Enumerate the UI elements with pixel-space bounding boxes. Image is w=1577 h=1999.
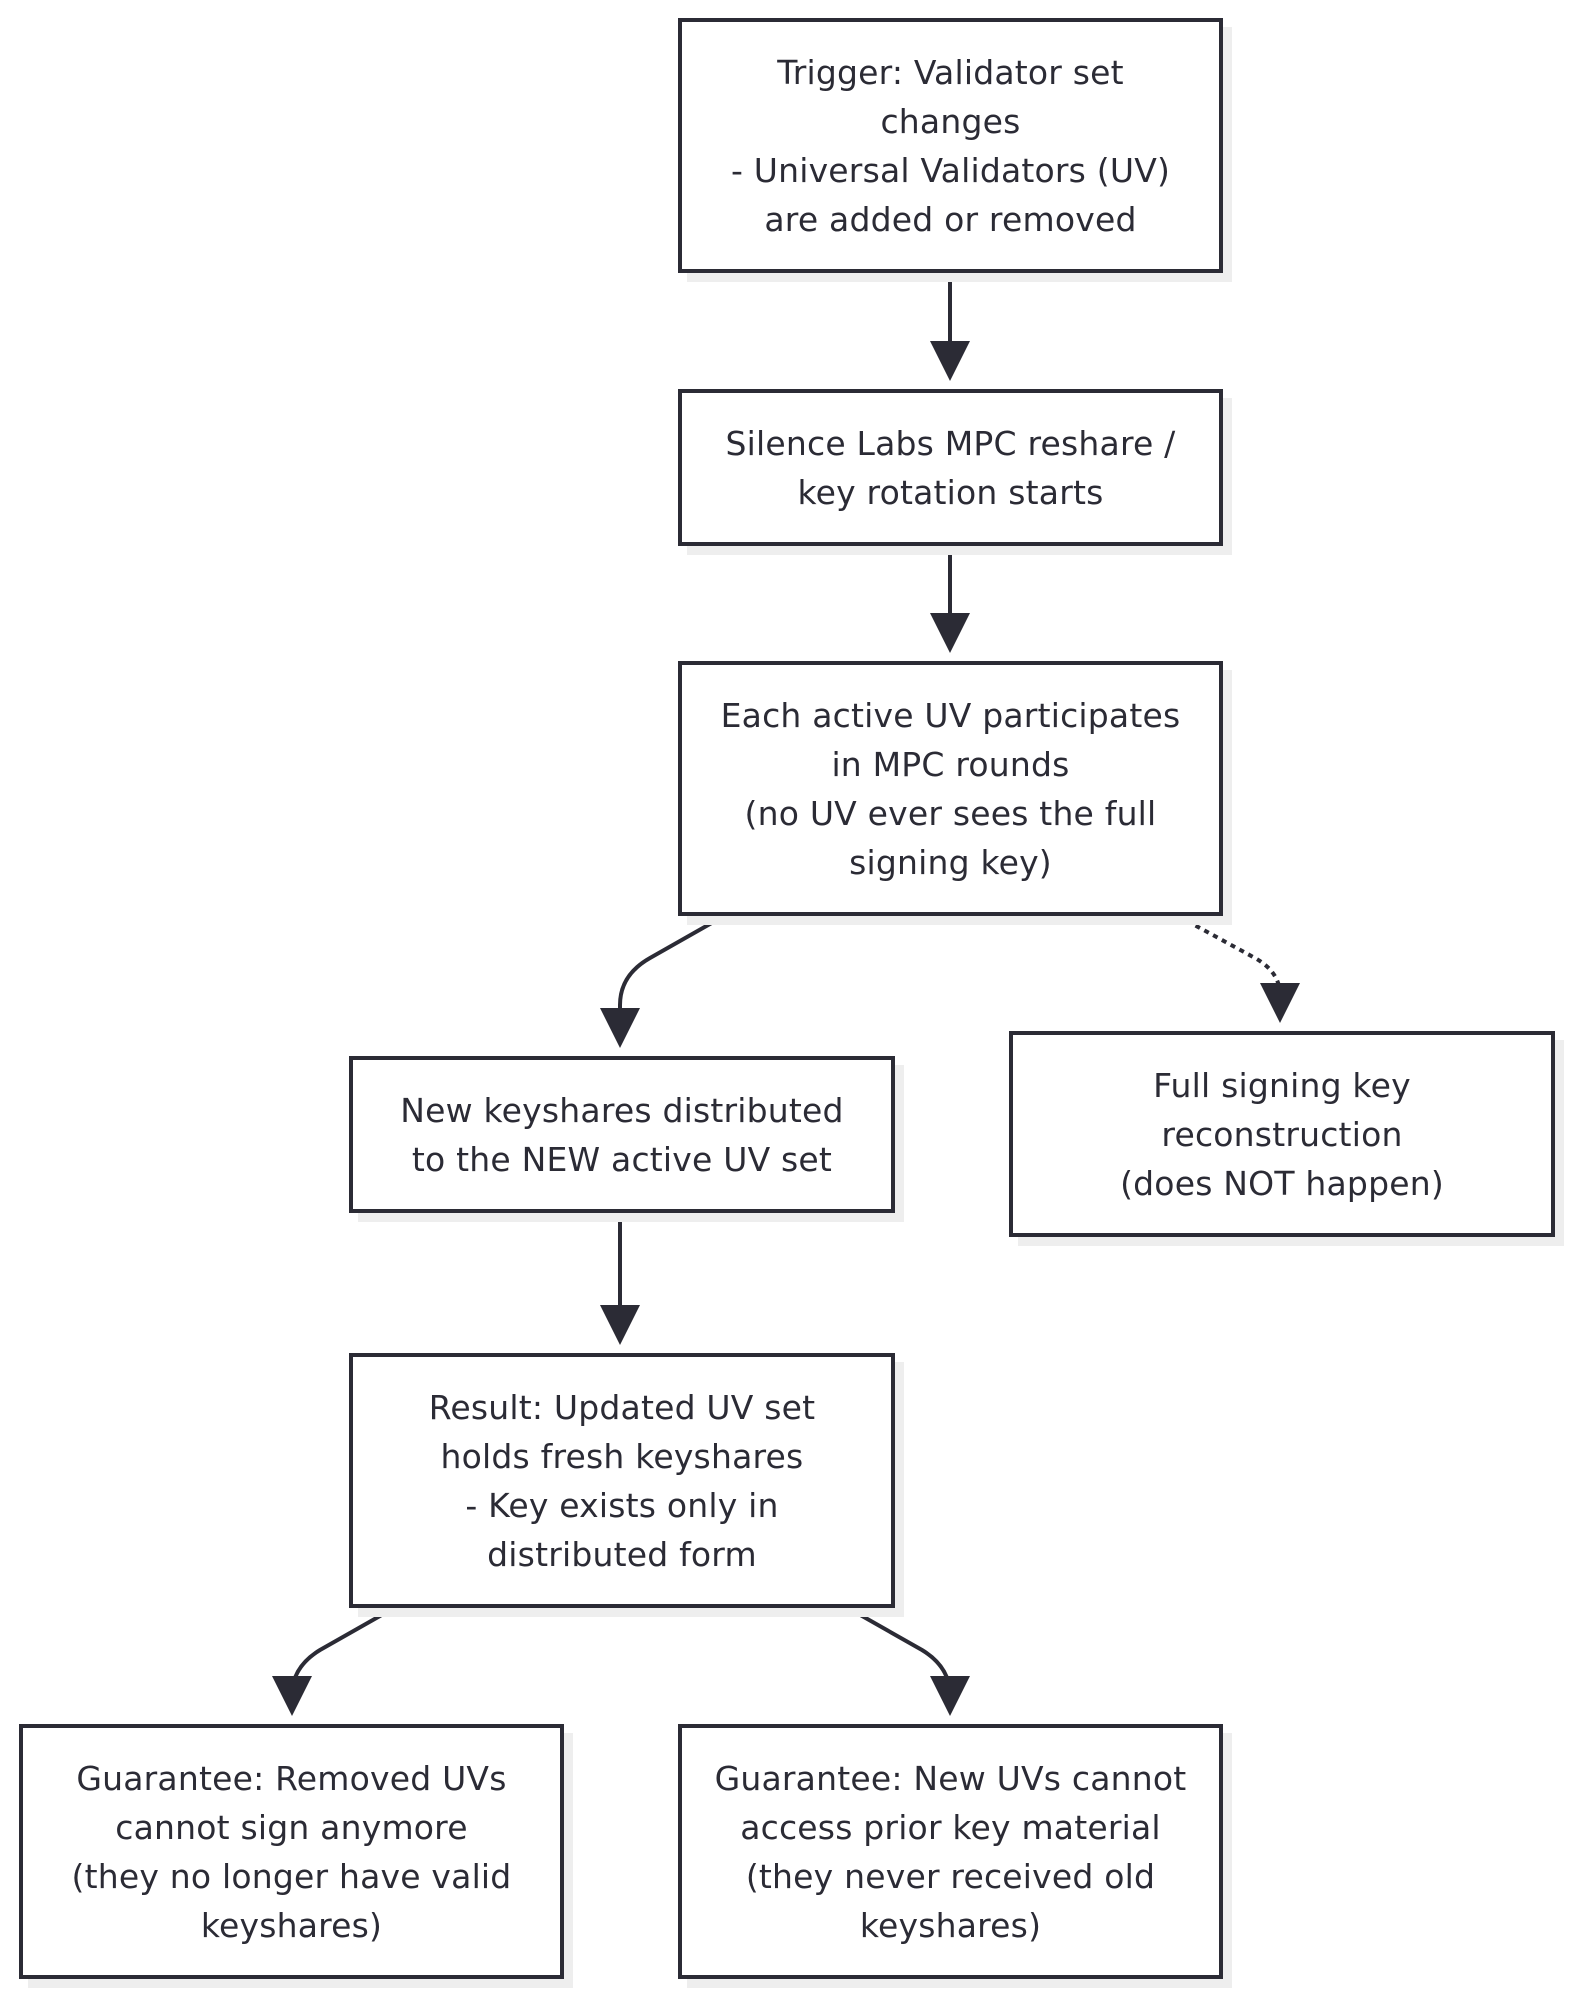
edge-participate-to-reconstruction xyxy=(1177,914,1300,1023)
node-guarantee-new-label: Guarantee: New UVs cannot access prior k… xyxy=(714,1758,1187,1945)
node-guarantee-removed-label: Guarantee: Removed UVs cannot sign anymo… xyxy=(71,1758,512,1945)
node-result-label: Result: Updated UV set holds fresh keysh… xyxy=(428,1387,816,1574)
node-distribute: New keyshares distributed to the NEW act… xyxy=(349,1056,895,1213)
edge-result-to-guarantee-new xyxy=(847,1606,970,1716)
node-distribute-label: New keyshares distributed to the NEW act… xyxy=(400,1090,844,1179)
node-participate-label: Each active UV participates in MPC round… xyxy=(720,695,1181,882)
node-guarantee-new: Guarantee: New UVs cannot access prior k… xyxy=(678,1724,1223,1979)
node-guarantee-removed: Guarantee: Removed UVs cannot sign anymo… xyxy=(19,1724,564,1979)
edge-result-to-guarantee-removed xyxy=(272,1606,395,1716)
node-reconstruction-label: Full signing key reconstruction (does NO… xyxy=(1120,1065,1444,1203)
edge-participate-to-distribute xyxy=(600,914,725,1048)
node-result: Result: Updated UV set holds fresh keysh… xyxy=(349,1353,895,1608)
node-trigger: Trigger: Validator set changes - Univers… xyxy=(678,18,1223,273)
node-reconstruction: Full signing key reconstruction (does NO… xyxy=(1009,1031,1555,1237)
node-trigger-label: Trigger: Validator set changes - Univers… xyxy=(730,52,1171,239)
node-reshare-label: Silence Labs MPC reshare / key rotation … xyxy=(725,423,1176,512)
node-reshare: Silence Labs MPC reshare / key rotation … xyxy=(678,389,1223,546)
node-participate: Each active UV participates in MPC round… xyxy=(678,661,1223,916)
